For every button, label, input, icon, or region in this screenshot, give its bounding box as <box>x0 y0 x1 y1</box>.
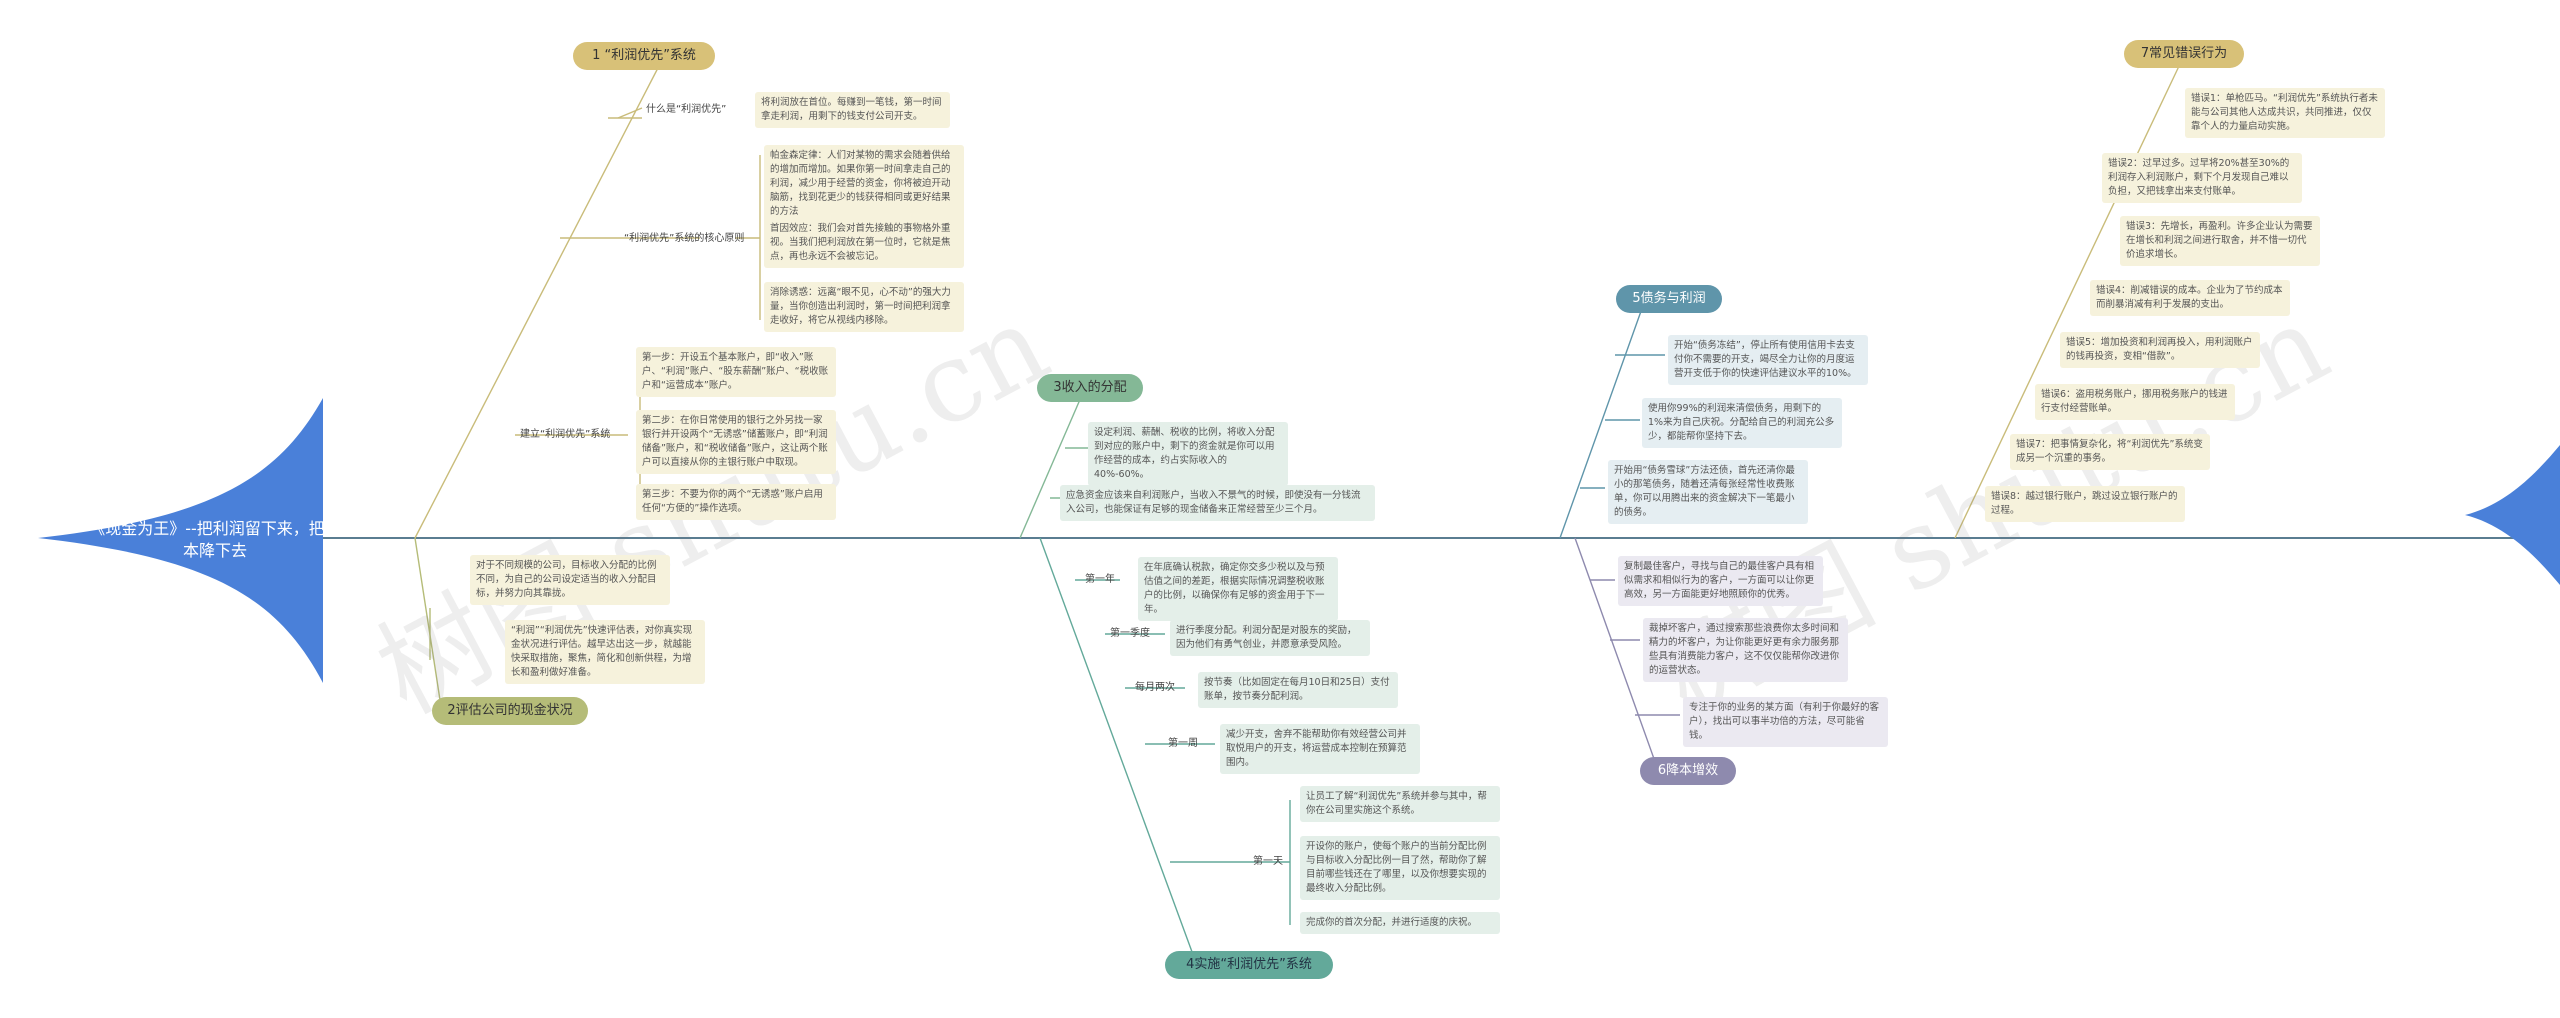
note-day-first-allocation[interactable]: 完成你的首次分配，并进行适度的庆祝。 <box>1300 912 1500 934</box>
note-mistake-6[interactable]: 错误6：盗用税务账户，挪用税务账户的钱进行支付经营账单。 <box>2035 384 2235 420</box>
sub-core-principles[interactable]: “利润优先”系统的核心原则 <box>624 233 745 244</box>
note-step2[interactable]: 第二步：在你日常使用的银行之外另找一家银行并开设两个“无诱惑”储蓄账户，即“利润… <box>636 410 836 474</box>
note-quarter[interactable]: 进行季度分配。利润分配是对股东的奖励，因为他们有勇气创业，并愿意承受风险。 <box>1170 620 1370 656</box>
note-target-ratio[interactable]: 对于不同规模的公司，目标收入分配的比例不同，为自己的公司设定适当的收入分配目标，… <box>470 555 670 605</box>
note-mistake-7[interactable]: 错误7：把事情复杂化，将“利润优先”系统变成另一个沉重的事务。 <box>2010 434 2210 470</box>
fish-tail-shape <box>2465 445 2560 585</box>
note-week[interactable]: 减少开支，舍弃不能帮助你有效经营公司并取悦用户的开支，将运营成本控制在预算范围内… <box>1220 724 1420 774</box>
sub-first-day[interactable]: 第一天 <box>1253 856 1283 867</box>
sub-first-quarter[interactable]: 第一季度 <box>1110 628 1150 639</box>
note-what-is[interactable]: 将利润放在首位。每赚到一笔钱，第一时间拿走利润，用剩下的钱支付公司开支。 <box>755 92 950 128</box>
note-mistake-1[interactable]: 错误1：单枪匹马。“利润优先”系统执行者未能与公司其他人达成共识，共同推进，仅仅… <box>2185 88 2385 138</box>
note-mistake-8[interactable]: 错误8：越过银行账户，跳过设立银行账户的过程。 <box>1985 486 2185 522</box>
note-primacy[interactable]: 首因效应：我们会对首先接触的事物格外重视。当我们把利润放在第一位时，它就是焦点，… <box>764 218 964 268</box>
note-mistake-3[interactable]: 错误3：先增长，再盈利。许多企业认为需要在增长和利润之间进行取舍，并不惜一切代价… <box>2120 216 2320 266</box>
note-emergency-fund[interactable]: 应急资金应该来自利润账户，当收入不景气的时候，即使没有一分钱流入公司，也能保证有… <box>1060 485 1375 521</box>
central-title[interactable]: 《现金为王》--把利润留下来，把成本降下去 <box>89 519 341 560</box>
note-mistake-4[interactable]: 错误4：削减错误的成本。企业为了节约成本而削暴消减有利于发展的支出。 <box>2090 280 2290 316</box>
sub-what-is[interactable]: 什么是“利润优先” <box>646 104 727 115</box>
note-debt-99[interactable]: 使用你99%的利润来清偿债务，用剩下的1%来为自己庆祝。分配给自己的利润充公多少… <box>1642 398 1842 448</box>
note-bad-customers[interactable]: 裁掉坏客户，通过搜索那些浪费你太多时间和精力的坏客户，为让你能更好更有余力服务那… <box>1643 618 1848 682</box>
note-set-ratio[interactable]: 设定利润、薪酬、税收的比例，将收入分配到对应的账户中，剩下的资金就是你可以用作经… <box>1088 422 1288 486</box>
topic-common-mistakes[interactable]: 7常见错误行为 <box>2124 40 2244 68</box>
sub-twice-monthly[interactable]: 每月两次 <box>1135 682 1175 693</box>
topic-income-allocation[interactable]: 3收入的分配 <box>1037 374 1143 402</box>
note-mistake-5[interactable]: 错误5：增加投资和利润再投入，用利润账户的钱再投资，变相“借款”。 <box>2060 332 2260 368</box>
sub-first-week[interactable]: 第一周 <box>1168 738 1198 749</box>
note-debt-freeze[interactable]: 开始“债务冻结”，停止所有使用信用卡去支付你不需要的开支，竭尽全力让你的月度运营… <box>1668 335 1868 385</box>
topic-assess-cash[interactable]: 2评估公司的现金状况 <box>432 697 588 725</box>
note-parkinson[interactable]: 帕金森定律：人们对某物的需求会随着供给的增加而增加。如果你第一时间拿走自己的利润… <box>764 145 964 223</box>
note-biweekly[interactable]: 按节奏（比如固定在每月10日和25日）支付账单，按节奏分配利润。 <box>1198 672 1398 708</box>
note-day-accounts[interactable]: 开设你的账户，使每个账户的当前分配比例与目标收入分配比例一目了然，帮助你了解目前… <box>1300 836 1500 900</box>
topic-cost-cut[interactable]: 6降本增效 <box>1640 757 1736 785</box>
note-best-customers[interactable]: 复制最佳客户，寻找与自己的最佳客户具有相似需求和相似行为的客户，一方面可以让你更… <box>1618 556 1823 606</box>
topic-profit-first-system[interactable]: 1 “利润优先”系统 <box>573 42 715 70</box>
topic-debt-profit[interactable]: 5债务与利润 <box>1616 285 1722 313</box>
topic-implement[interactable]: 4实施“利润优先”系统 <box>1165 951 1333 979</box>
note-step1[interactable]: 第一步：开设五个基本账户，即“收入”账户、“利润”账户、“股东薪酬”账户、“税收… <box>636 347 836 397</box>
note-mistake-2[interactable]: 错误2：过早过多。过早将20%甚至30%的利润存入利润账户，剩下个月发现自己难以… <box>2102 153 2302 203</box>
note-year-end[interactable]: 在年底确认税款，确定你交多少税以及与预估值之间的差距，根据实际情况调整税收账户的… <box>1138 557 1338 621</box>
note-quick-assess[interactable]: “利润”“利润优先”快速评估表，对你真实现金状况进行评估。越早达出这一步，就越能… <box>505 620 705 684</box>
note-debt-snowball[interactable]: 开始用“债务雪球”方法还债，首先还清你最小的那笔债务，随着还清每张经常性收费账单… <box>1608 460 1808 524</box>
sub-build-system[interactable]: 建立“利润优先”系统 <box>520 429 611 440</box>
fish-head-shape <box>38 398 323 683</box>
note-focus[interactable]: 专注于你的业务的某方面（有利于你最好的客户），找出可以事半功倍的方法，尽可能省钱… <box>1683 697 1888 747</box>
sub-first-year[interactable]: 第一年 <box>1085 574 1115 585</box>
note-temptation[interactable]: 消除诱惑：远离“眼不见，心不动”的强大力量，当你创造出利润时，第一时间把利润拿走… <box>764 282 964 332</box>
note-day-staff[interactable]: 让员工了解“利润优先”系统并参与其中，帮你在公司里实施这个系统。 <box>1300 786 1500 822</box>
note-step3[interactable]: 第三步：不要为你的两个“无诱惑”账户启用任何“方便的”操作选项。 <box>636 484 836 520</box>
